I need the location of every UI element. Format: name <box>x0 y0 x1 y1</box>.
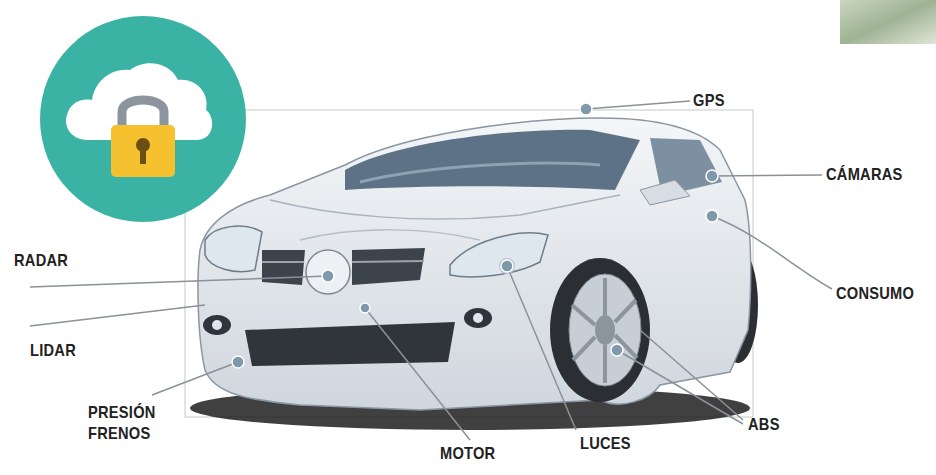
grille <box>352 248 425 285</box>
fog-light-lens <box>212 320 222 330</box>
fog-light <box>203 315 231 335</box>
callout-label: CÁMARAS <box>826 164 903 185</box>
callout-label: CONSUMO <box>836 283 914 304</box>
callout-label: RADAR <box>14 250 68 271</box>
fog-light-lens <box>473 313 483 323</box>
grille-slat <box>352 261 424 262</box>
grille-slat <box>262 261 304 263</box>
windshield-reflection <box>360 163 600 182</box>
hood-line <box>270 195 620 219</box>
fog-light <box>464 308 492 328</box>
spokes <box>572 278 637 383</box>
headlight <box>450 233 548 277</box>
hood-line <box>300 230 480 240</box>
emblem <box>306 250 350 294</box>
callout-label: GPS <box>693 90 725 111</box>
callout-label: MOTOR <box>440 443 495 464</box>
windshield <box>345 130 640 190</box>
frame <box>185 110 753 417</box>
callout-label: LIDAR <box>30 340 76 361</box>
photo-fragment <box>840 0 936 44</box>
air-intake <box>245 322 455 366</box>
sensor-dots <box>232 103 718 368</box>
car-body <box>198 118 751 410</box>
callout-label: ABS <box>748 414 780 435</box>
hub <box>595 315 615 345</box>
grille <box>262 250 305 285</box>
mirror <box>640 180 690 205</box>
rim <box>569 274 641 386</box>
headlight <box>205 226 262 271</box>
callout-label: PRESIÓN FRENOS <box>88 402 159 444</box>
callout-label: LUCES <box>580 433 631 454</box>
cloud-lock-icon <box>40 16 246 222</box>
headlight-lens <box>499 258 515 274</box>
wheel <box>550 258 650 402</box>
leader-lines <box>30 101 832 440</box>
